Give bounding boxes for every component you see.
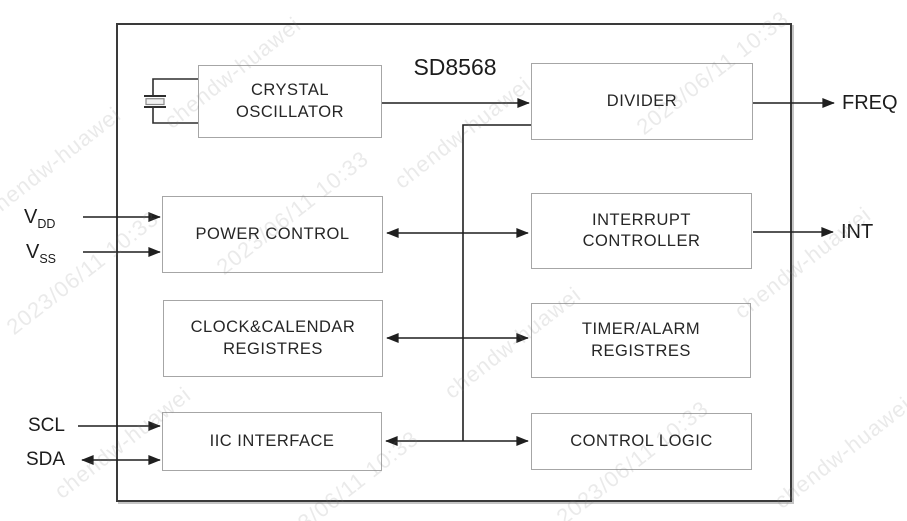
block-clock-calendar-registres: CLOCK&CALENDAR REGISTRES [163, 300, 383, 377]
pin-vss-base: V [26, 241, 40, 263]
block-iic-interface: IIC INTERFACE [162, 412, 382, 471]
watermark-text: chendw-huawei [0, 101, 126, 224]
pin-label-vdd: VDD [24, 206, 55, 230]
block-label: CLOCK&CALENDAR [190, 318, 356, 337]
pin-label-sda: SDA [26, 449, 66, 470]
block-divider: DIVIDER [531, 63, 753, 140]
block-label: TIMER/ALARM [581, 320, 701, 339]
pin-label-vss: VSS [26, 241, 56, 265]
block-power-control: POWER CONTROL [162, 196, 383, 273]
block-label: POWER CONTROL [195, 224, 350, 243]
block-label: CONTROLLER [582, 232, 701, 250]
block-label: REGISTRES [591, 341, 691, 360]
block-interrupt-controller: INTERRUPT CONTROLLER [531, 193, 752, 269]
block-label: IIC INTERFACE [209, 431, 335, 450]
block-crystal-oscillator: CRYSTAL OSCILLATOR [198, 65, 382, 138]
pin-vdd-base: V [24, 206, 38, 228]
block-label: CRYSTAL [250, 81, 330, 100]
pin-label-freq: FREQ [842, 92, 898, 114]
pin-vdd-sub: DD [37, 217, 56, 231]
block-timer-alarm-registres: TIMER/ALARM REGISTRES [531, 303, 751, 378]
pin-label-int: INT [841, 221, 874, 243]
pin-vss-sub: SS [39, 252, 57, 266]
chip-title: SD8568 [413, 54, 497, 80]
pin-label-scl: SCL [28, 415, 65, 436]
chip-boundary [116, 23, 792, 502]
block-label: OSCILLATOR [235, 102, 344, 121]
block-label: REGISTRES [223, 339, 323, 358]
block-label: DIVIDER [606, 91, 678, 110]
block-label: INTERRUPT [592, 210, 691, 229]
block-control-logic: CONTROL LOGIC [531, 413, 752, 470]
block-label: CONTROL LOGIC [570, 431, 713, 450]
